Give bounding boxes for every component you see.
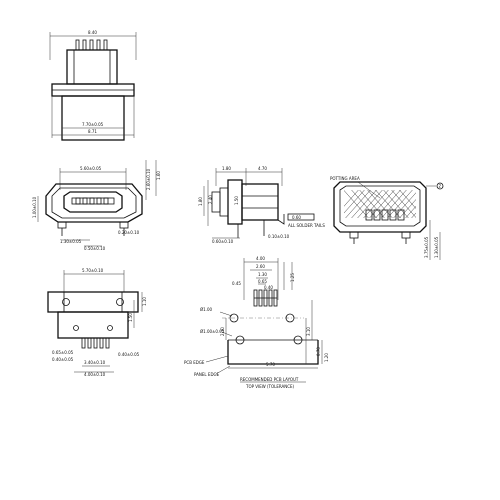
pcb-dim-bottom: 5.70 [266,362,275,367]
pcb-layout-title: RECOMMENDED PCB LAYOUT [240,377,299,382]
bottom-width-label: 8.71 [88,129,97,134]
side-left-h: 1.80 [198,197,203,206]
side-bottom-b: 0.10±0.10 [268,234,290,239]
front-pin-pitch: 1.30±0.05 [60,239,82,244]
side-bottom-a: 0.60±0.10 [212,239,234,244]
bottom-span-a: 3.40±0.10 [84,360,106,365]
top-width-label: 8.40 [88,30,97,35]
front-pin-offset: 0.50±0.10 [84,246,106,251]
bottom-side-a: 1.10 [142,297,147,306]
pcb-side-r1: 3.10 [306,327,311,336]
side-top-a: 1.80 [222,166,231,171]
potting-label: POTTING AREA [330,176,360,181]
front-width-label: 5.60±0.05 [80,166,102,171]
pcb-h-top: 1.25 [290,273,295,282]
pcb-dim-top-2: 1.30 [258,272,267,277]
side-left-h2: 2.40 [208,195,213,204]
bottom-span-b: 4.00±0.10 [84,372,106,377]
potting-hatch [344,190,416,218]
pcb-side-r2: 0.70 [316,347,321,356]
bottom-width-dim: 5.70±0.10 [82,268,104,273]
side-note: ALL SOLDER TAILS [288,223,325,228]
pcb-dim-top-1: 2.60 [256,264,265,269]
pcb-h-right: 1.20 [324,353,329,362]
side-inner-h: 1.50 [234,196,239,205]
pcb-layout: 4.00 2.60 1.30 0.65 0.40 0.45 1.25 Ø1.00… [184,256,329,389]
bottom-side-b: 1.50 [128,313,133,322]
front-left-height: 1.00±0.10 [32,196,37,218]
pcb-edge-label: PCB EDGE [184,360,205,365]
front-pin-width: 0.20±0.10 [118,230,140,235]
pcb-dim-top-3: 0.65 [258,279,267,284]
potting-h-b: 1.30±0.05 [434,236,439,258]
potting-view: POTTING AREA [330,176,444,260]
pcb-dim-left: 0.45 [232,281,241,286]
front-h-total: 2.60±0.10 [146,168,151,190]
panel-edge-label: PANEL EDGE [194,372,220,377]
bottom-view: 5.70±0.10 1.10 1.50 0.65±0.05 0.40±0.05 … [47,268,147,377]
top-view: 8.40 7.70±0.05 8.71 [49,30,137,141]
bottom-pitch-b: 0.40±0.05 [52,357,74,362]
pcb-dim-top-0: 4.00 [256,256,265,261]
mid-width-label: 7.70±0.05 [82,122,104,127]
pcb-layout-subtitle: TOP VIEW (TOLERANCE) [245,384,295,389]
bottom-pitch-a: 0.65±0.05 [52,350,74,355]
side-view: 1.80 4.70 1.80 2.40 1.50 0.60 ALL SOLDER… [198,166,325,244]
side-solder-dim: 0.60 [292,215,301,220]
pcb-hole-a: Ø1.00 [200,307,213,312]
bottom-pin-tol: 0.40±0.05 [118,352,140,357]
pcb-dim-top-4: 0.40 [264,285,273,290]
pcb-hole-b: Ø1.00±0.05 [200,329,225,334]
side-top-b: 4.70 [258,166,267,171]
front-view: 5.60±0.05 2.60±0.10 1.60 1.00±0.10 1.30±… [32,160,161,251]
front-h-pcb: 1.60 [156,171,161,180]
pcb-h-left: 2.10 [220,327,225,336]
potting-callout: 2 [439,184,442,189]
potting-h-a: 3.75±0.05 [424,236,429,258]
